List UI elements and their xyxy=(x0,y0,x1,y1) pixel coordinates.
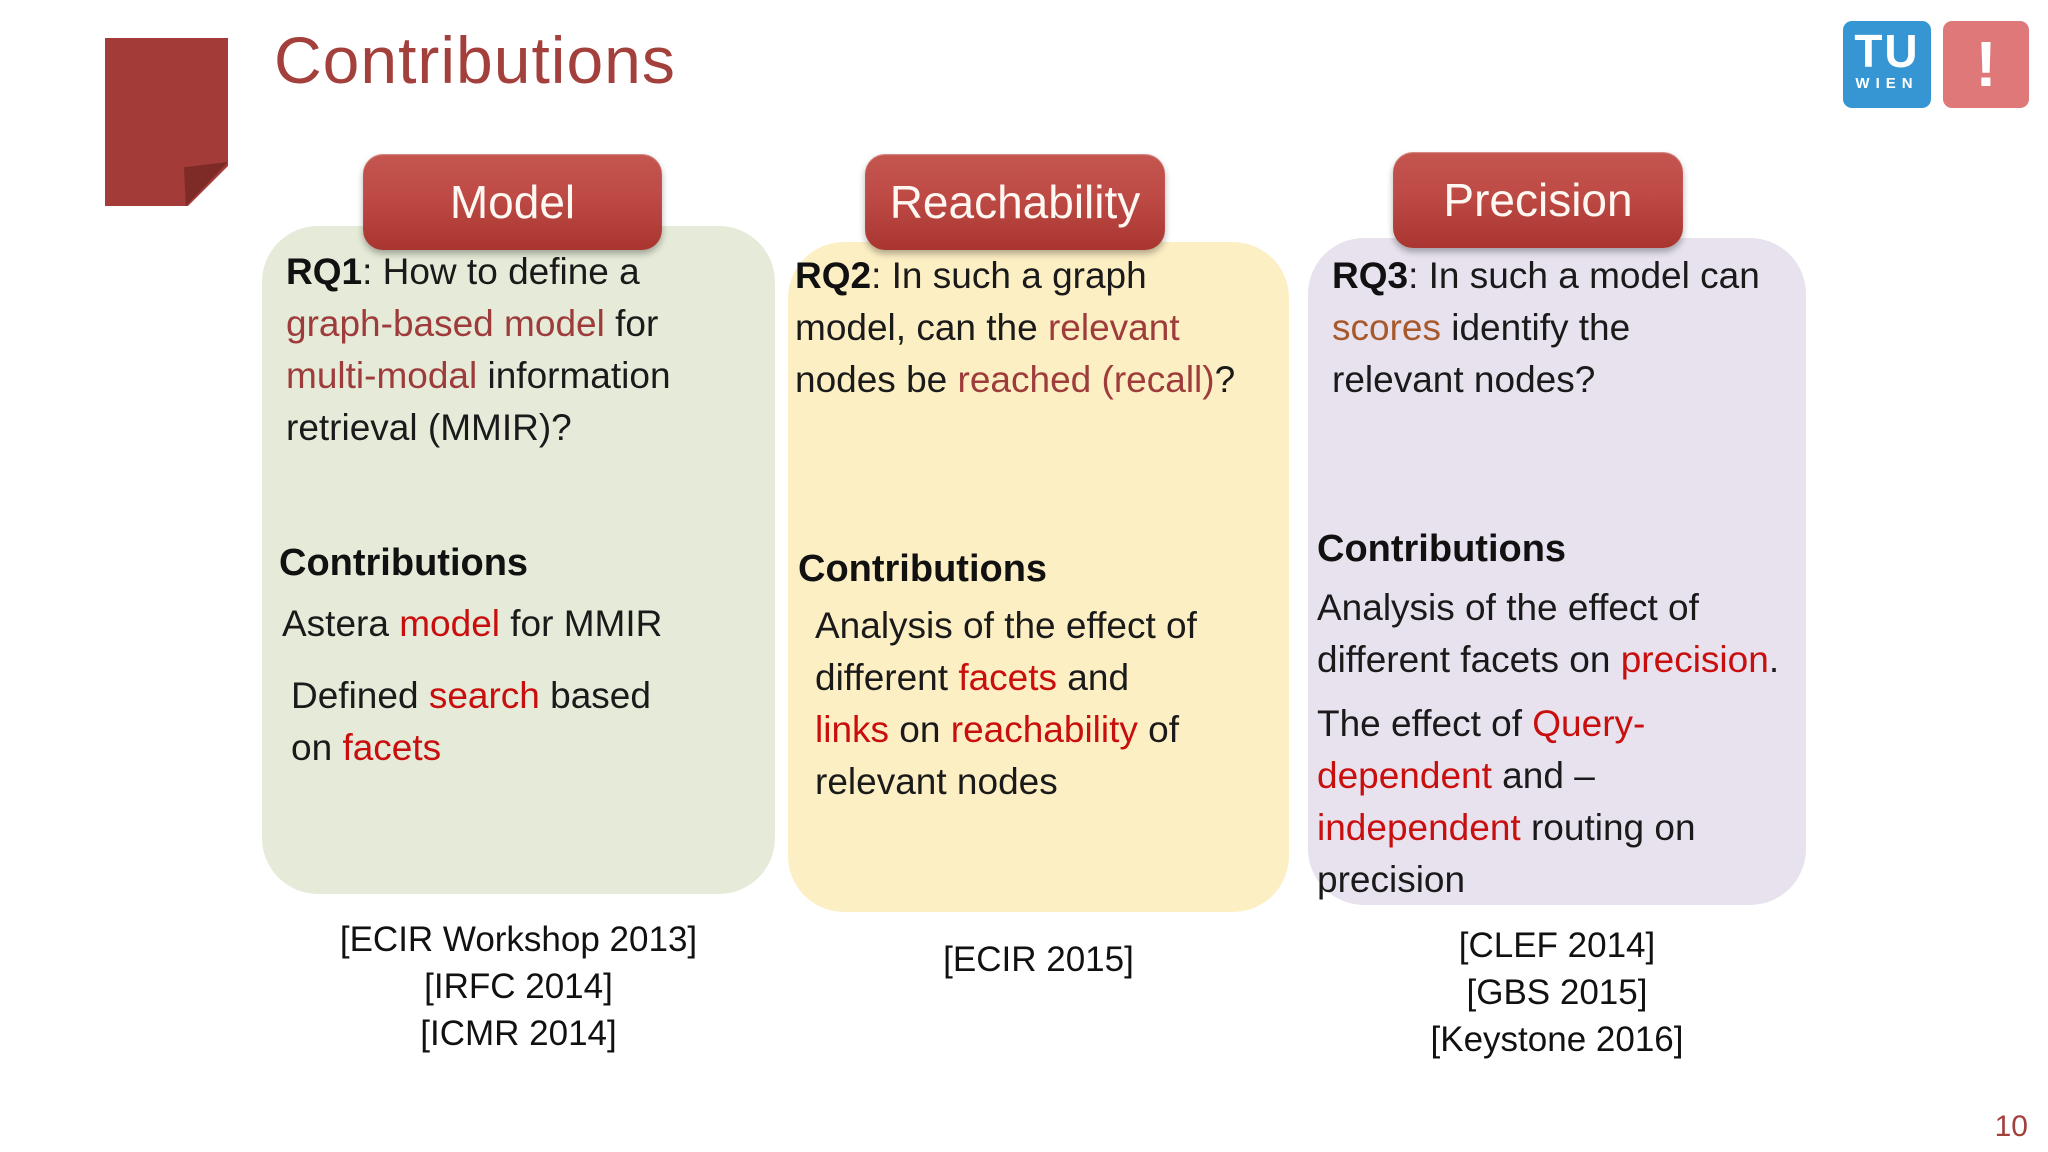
reachability-column-box xyxy=(788,242,1289,912)
citation-line: [ECIR Workshop 2013] xyxy=(339,920,698,959)
tu-wien-logo-tu-text: TU xyxy=(1854,25,1920,77)
citation-line: [CLEF 2014] xyxy=(1458,926,1656,965)
reachability-contribution-item: Analysis of the effect of different face… xyxy=(815,605,1197,802)
rq1-text: RQ1: How to define a graph-based model f… xyxy=(286,251,671,448)
precision-header: Precision xyxy=(1393,152,1683,248)
citation-line: [ECIR 2015] xyxy=(943,940,1134,979)
precision-contributions-heading: Contributions xyxy=(1317,528,1567,570)
precision-citations: [CLEF 2014] [GBS 2015] [Keystone 2016] xyxy=(1308,922,1806,1063)
model-header: Model xyxy=(363,154,662,250)
model-contribution-item: Defined search based on facets xyxy=(291,675,651,768)
precision-contribution-item: Analysis of the effect of different face… xyxy=(1317,587,1780,680)
reachability-header: Reachability xyxy=(865,154,1165,250)
exclamation-icon: ! xyxy=(1943,21,2029,108)
page-number: 10 xyxy=(1994,1110,2028,1143)
citation-line: [IRFC 2014] xyxy=(424,967,613,1006)
rq3-text: RQ3: In such a model can scores identify… xyxy=(1332,255,1760,400)
tu-wien-logo-wien-text: WIEN xyxy=(1855,75,1919,92)
tu-wien-logo: TU WIEN xyxy=(1843,21,1931,108)
model-citations: [ECIR Workshop 2013] [IRFC 2014] [ICMR 2… xyxy=(262,916,775,1057)
precision-contribution-item: The effect of Query- dependent and – ind… xyxy=(1317,703,1696,900)
reachability-contributions-heading: Contributions xyxy=(798,548,1048,590)
model-contribution-item: Astera model for MMIR xyxy=(282,603,663,644)
model-contributions-heading: Contributions xyxy=(279,542,529,584)
citation-line: [ICMR 2014] xyxy=(420,1014,617,1053)
rq2-text: RQ2: In such a graph model, can the rele… xyxy=(795,255,1236,400)
citation-line: [GBS 2015] xyxy=(1466,973,1648,1012)
precision-column-box xyxy=(1308,238,1806,905)
reachability-citations: [ECIR 2015] xyxy=(788,936,1289,983)
citation-line: [Keystone 2016] xyxy=(1430,1020,1684,1059)
bookmark-fold xyxy=(184,162,228,206)
bookmark-page-icon xyxy=(105,38,228,206)
model-column-box xyxy=(262,226,775,894)
page-title: Contributions xyxy=(274,23,676,97)
